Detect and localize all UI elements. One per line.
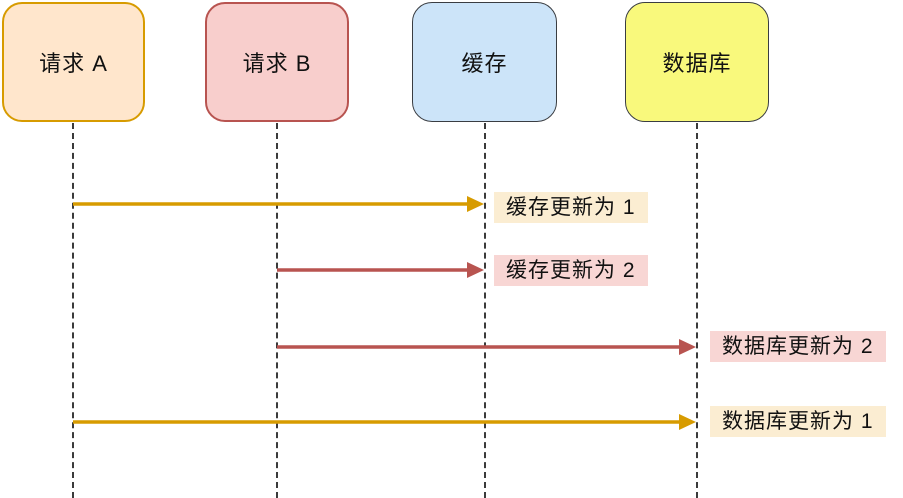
lifeline-request-a bbox=[72, 123, 74, 498]
actor-request-a-label: 请求 A bbox=[39, 51, 108, 76]
message-label-db-update-1: 数据库更新为 1 bbox=[710, 406, 886, 437]
actor-database: 数据库 bbox=[625, 2, 769, 122]
arrow-head-3 bbox=[679, 339, 696, 355]
lifeline-cache bbox=[484, 123, 486, 498]
arrow-head-4 bbox=[679, 414, 696, 430]
message-label-cache-update-1: 缓存更新为 1 bbox=[494, 192, 648, 223]
message-arrow-cache-update-1 bbox=[73, 196, 484, 212]
message-arrow-db-update-2 bbox=[277, 339, 696, 355]
arrow-head-2 bbox=[467, 262, 484, 278]
message-label-cache-update-2: 缓存更新为 2 bbox=[494, 255, 648, 286]
actor-request-a: 请求 A bbox=[2, 2, 145, 122]
lifeline-request-b bbox=[276, 123, 278, 498]
message-arrow-cache-update-2 bbox=[277, 262, 484, 278]
actor-cache: 缓存 bbox=[412, 2, 557, 122]
actor-database-label: 数据库 bbox=[662, 51, 732, 76]
message-arrow-db-update-1 bbox=[73, 414, 696, 430]
actor-request-b: 请求 B bbox=[205, 2, 349, 122]
lifeline-database bbox=[696, 123, 698, 498]
arrow-head-1 bbox=[467, 196, 484, 212]
actor-request-b-label: 请求 B bbox=[242, 51, 312, 76]
actor-cache-label: 缓存 bbox=[461, 51, 508, 76]
message-label-db-update-2: 数据库更新为 2 bbox=[710, 331, 886, 362]
